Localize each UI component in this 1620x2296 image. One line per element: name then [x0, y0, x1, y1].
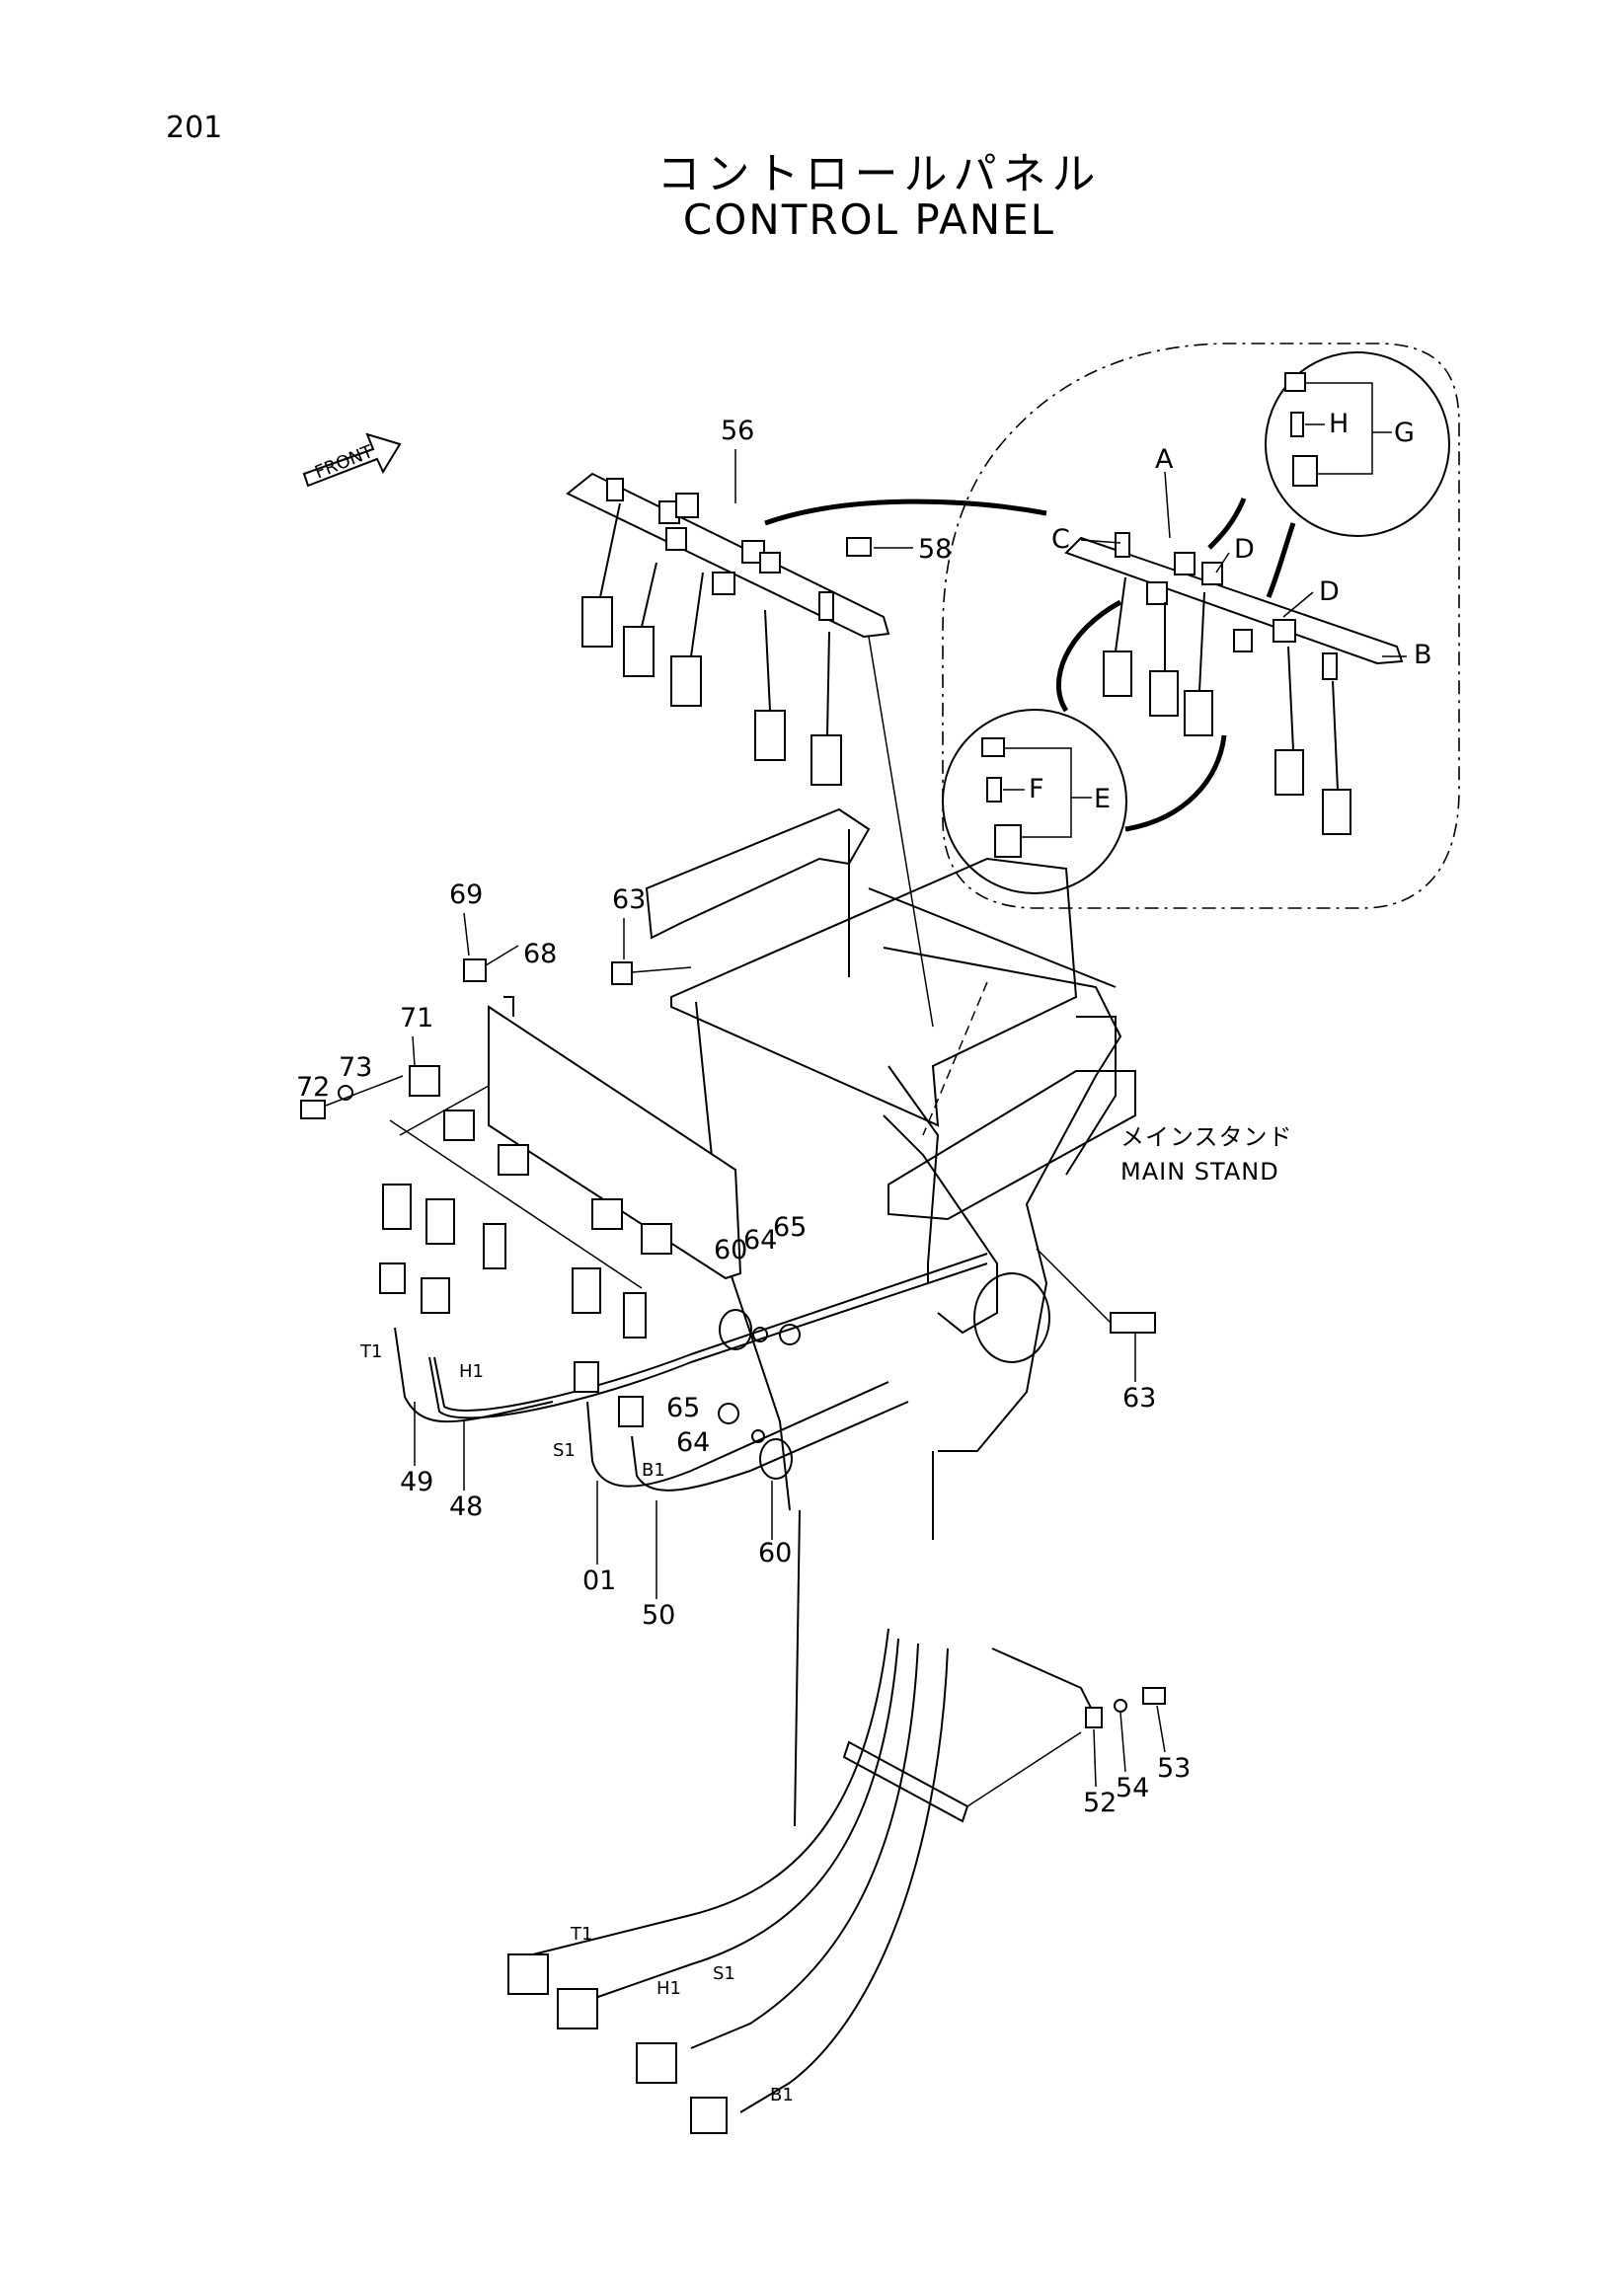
part-label-52: 52 [1083, 1788, 1117, 1818]
wire-tag-B1-upper: B1 [642, 1460, 665, 1481]
letter-D-upper: D [1234, 534, 1255, 565]
letter-A: A [1155, 444, 1174, 475]
part-label-53: 53 [1157, 1753, 1191, 1784]
clamp-plate-68 [300, 945, 742, 1339]
front-arrow: FRONT [302, 432, 402, 488]
part-label-56: 56 [721, 416, 754, 446]
wire-tag-B1-lower: B1 [770, 2085, 794, 2105]
part-label-65-upper: 65 [773, 1212, 807, 1243]
part-label-64-lower: 64 [676, 1427, 710, 1458]
letter-F: F [1029, 774, 1044, 804]
wire-harness [379, 1248, 1166, 2134]
part-label-64-upper: 64 [743, 1225, 777, 1256]
title-english: CONTROL PANEL [682, 195, 1056, 244]
part-label-60-upper: 60 [714, 1235, 747, 1265]
letter-B: B [1414, 640, 1432, 670]
detail-switches [1103, 532, 1351, 835]
part-label-49: 49 [400, 1467, 433, 1497]
part-label-72: 72 [296, 1072, 330, 1103]
detail-callout: H G F E A B C D D [764, 343, 1460, 909]
part-label-65-lower: 65 [666, 1393, 700, 1423]
main-stand-english: MAIN STAND [1120, 1158, 1279, 1186]
part-label-48: 48 [449, 1492, 483, 1522]
wire-tag-H1-lower: H1 [656, 1978, 681, 1999]
front-label: FRONT [312, 441, 377, 484]
letter-H: H [1329, 409, 1349, 439]
title-japanese: コントロールパネル [656, 149, 1102, 199]
part-label-71: 71 [400, 1003, 433, 1033]
switch-panel-56 [566, 472, 913, 786]
part-label-63-lower: 63 [1122, 1383, 1156, 1414]
main-stand-frame [645, 636, 1136, 1827]
wire-tag-H1-upper: H1 [459, 1361, 484, 1382]
wire-tag-T1-upper: T1 [359, 1341, 382, 1362]
wire-tag-T1-lower: T1 [570, 1924, 592, 1945]
wire-tag-S1-upper: S1 [553, 1440, 576, 1461]
part-number-labels: 56 58 69 68 63 71 72 73 60 64 65 65 64 6… [296, 416, 1191, 1818]
part-label-68: 68 [523, 939, 557, 969]
part-label-73: 73 [339, 1052, 372, 1083]
main-stand-label: メインスタンド MAIN STAND [1120, 1123, 1293, 1186]
part-label-63-upper: 63 [612, 884, 646, 915]
letter-G: G [1394, 418, 1415, 448]
part-label-58: 58 [918, 534, 952, 565]
letter-E: E [1094, 784, 1111, 814]
letter-D-lower: D [1319, 576, 1340, 607]
part-label-01: 01 [582, 1566, 616, 1596]
letter-C: C [1051, 524, 1070, 555]
part-label-69: 69 [449, 880, 483, 910]
part-label-54: 54 [1116, 1773, 1149, 1803]
part-label-50: 50 [642, 1600, 675, 1631]
main-stand-japanese: メインスタンド [1120, 1123, 1293, 1151]
page-number: 201 [166, 111, 223, 145]
wire-tag-S1-lower: S1 [713, 1963, 735, 1984]
wire-tags: T1 H1 S1 B1 T1 H1 S1 B1 [359, 1341, 794, 2105]
part-label-60-lower: 60 [758, 1538, 792, 1569]
